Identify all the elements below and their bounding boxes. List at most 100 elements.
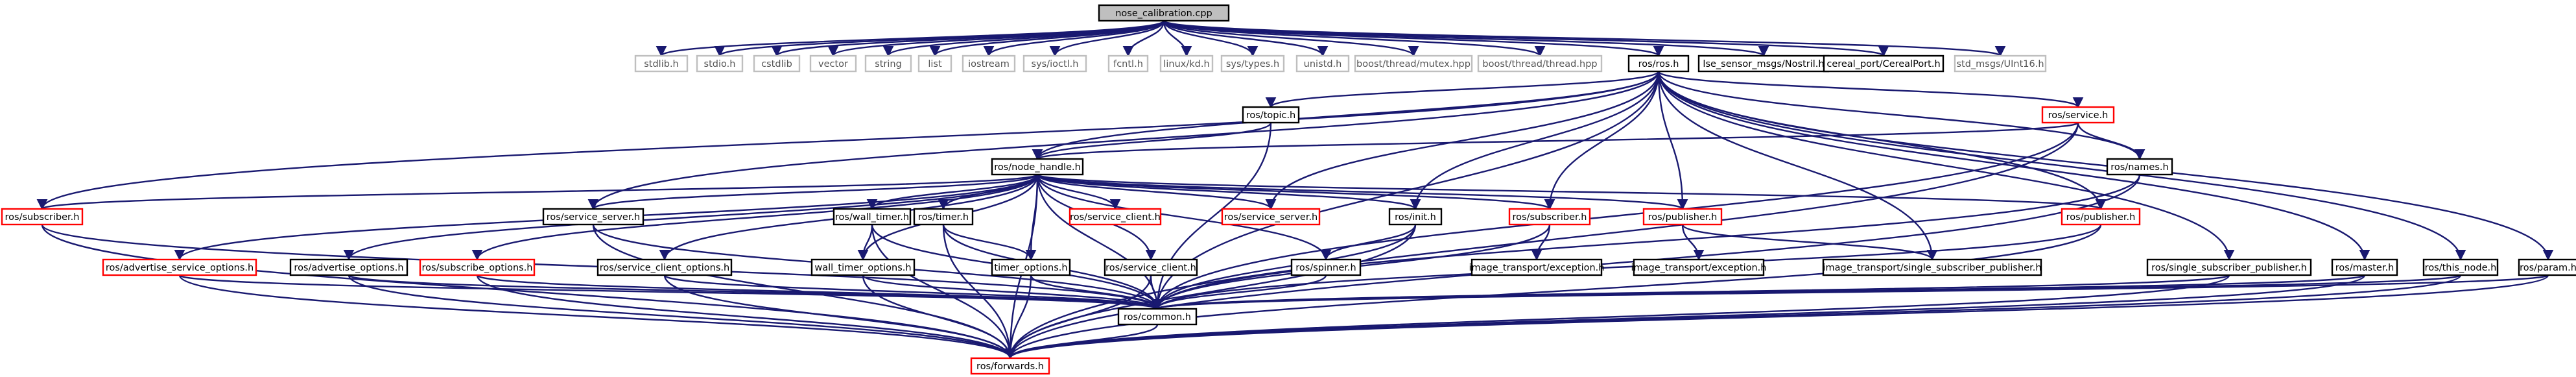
node-label: ros/forwards.h	[976, 361, 1044, 372]
edge-ros_publisher_m-to-it_exception_2	[1681, 224, 1705, 261]
node-box	[1697, 55, 1830, 73]
node-label: ros/common.h	[1124, 312, 1191, 322]
edge-ros_init-to-ros_spinner	[1320, 224, 1417, 261]
node-label: std_msgs/UInt16.h	[1956, 59, 2044, 69]
node-ros_node_handle[interactable]: ros/node_handle.h	[991, 158, 1084, 176]
edge-nose_calibration-to-vector	[827, 19, 1165, 57]
node-box	[2518, 258, 2576, 276]
node-ros_publisher_r[interactable]: ros/publisher.h	[2061, 208, 2141, 226]
node-label: ros/this_node.h	[2425, 263, 2497, 273]
node-box	[1954, 55, 2047, 73]
node-ros_service_server_l[interactable]: ros/service_server.h	[542, 208, 644, 226]
edge-ros_ros-to-ros_param	[1657, 71, 2554, 261]
node-it_single_sub_pub_1[interactable]: image_transport/single_subscriber_publis…	[1822, 258, 2042, 276]
edge-ros_ros-to-ros_service	[1657, 70, 2084, 108]
node-box	[2422, 258, 2499, 276]
node-ros_single_sub_pub[interactable]: ros/single_subscriber_publisher.h	[2146, 258, 2312, 276]
edge-ros_node_handle-to-ros_service_client_r	[1036, 174, 1121, 210]
node-box	[419, 258, 536, 276]
node-box	[102, 258, 257, 276]
node-cereal[interactable]: cereal_port/CerealPort.h	[1823, 55, 1944, 73]
node-box	[991, 258, 1071, 276]
edge-ros_adv_opts-to-ros_forwards	[348, 274, 1016, 359]
node-ros_service[interactable]: ros/service.h	[2041, 106, 2115, 124]
node-box	[1388, 208, 1443, 226]
node-ros_sub_opts[interactable]: ros/subscribe_options.h	[419, 258, 536, 276]
node-ros_ros[interactable]: ros/ros.h	[1627, 55, 1690, 73]
node-box	[1642, 208, 1723, 226]
node-box	[864, 55, 912, 73]
node-ros_common[interactable]: ros/common.h	[1117, 308, 1198, 326]
edge-nose_calibration-to-fcntl	[1122, 20, 1165, 57]
node-ros_param[interactable]: ros/param.h	[2518, 258, 2576, 276]
node-ros_topic[interactable]: ros/topic.h	[1242, 106, 1300, 124]
node-box	[810, 258, 916, 276]
edge-ros_param-to-ros_forwards	[1005, 274, 2549, 359]
node-stdio_h: stdio.h	[696, 55, 744, 73]
node-box	[1022, 55, 1087, 73]
edge-ros_node_handle-to-ros_sub_opts	[471, 174, 1039, 261]
edge-ros_names-to-ros_common	[1152, 174, 2141, 310]
edge-nose_calibration-to-iostream	[983, 20, 1165, 57]
edge-ros_ros-to-ros_publisher_m	[1657, 71, 1688, 210]
node-box	[1107, 55, 1149, 73]
node-box	[1098, 4, 1230, 22]
edge-ros_ros-to-ros_master	[1657, 71, 2370, 261]
node-label: ros/topic.h	[1246, 110, 1296, 121]
node-label: ros/master.h	[2335, 263, 2394, 273]
node-ros_forwards[interactable]: ros/forwards.h	[970, 357, 1050, 375]
node-box	[917, 55, 952, 73]
node-ros_service_client_opts[interactable]: ros/service_client_options.h	[597, 258, 733, 276]
node-label: ros/service_client.h	[1105, 263, 1196, 273]
node-ros_adv_opts[interactable]: ros/advertise_options.h	[289, 258, 408, 276]
node-ros_names[interactable]: ros/names.h	[2106, 158, 2173, 176]
node-label: ros/param.h	[2520, 263, 2576, 273]
edge-nose_calibration-to-sys_ioctl	[1049, 20, 1165, 57]
node-box	[913, 208, 974, 226]
node-box	[1242, 106, 1300, 124]
node-ros_spinner[interactable]: ros/spinner.h	[1290, 258, 1362, 276]
node-ros_timer_opts[interactable]: timer_options.h	[991, 258, 1071, 276]
edge-ros_adv_service_opts-to-ros_forwards	[178, 274, 1016, 359]
node-box	[2041, 106, 2115, 124]
node-ros_adv_service_opts[interactable]: ros/advertise_service_options.h	[102, 258, 257, 276]
node-lse_nostril[interactable]: lse_sensor_msgs/Nostril.h	[1697, 55, 1830, 73]
node-ros_subscriber_m[interactable]: ros/subscriber.h	[1508, 208, 1591, 226]
edge-nose_calibration-to-linux_kd	[1163, 20, 1192, 57]
node-ros_init[interactable]: ros/init.h	[1388, 208, 1443, 226]
node-ros_this_node[interactable]: ros/this_node.h	[2422, 258, 2499, 276]
node-sys_types: sys/types.h	[1220, 55, 1285, 73]
node-label: cstdlib	[761, 59, 792, 69]
node-ros_publisher_m[interactable]: ros/publisher.h	[1642, 208, 1723, 226]
edge-ros_ros-to-ros_service_server_r	[1265, 71, 1660, 210]
node-box	[833, 208, 912, 226]
edge-ros_node_handle-to-ros_adv_opts	[343, 174, 1039, 261]
edge-nose_calibration-to-std_uint16	[1163, 19, 2005, 57]
node-ros_wall_timer_opts[interactable]: wall_timer_options.h	[810, 258, 916, 276]
node-nose_calibration[interactable]: nose_calibration.cpp	[1098, 4, 1230, 22]
node-label: ros/ros.h	[1638, 59, 1679, 69]
node-ros_service_client_b[interactable]: ros/service_client.h	[1104, 258, 1198, 276]
node-label: wall_timer_options.h	[814, 263, 911, 273]
node-box	[809, 55, 857, 73]
node-iostream: iostream	[962, 55, 1016, 73]
node-label: ros/service.h	[2048, 110, 2109, 121]
node-box	[970, 357, 1050, 375]
node-ros_service_client_r[interactable]: ros/service_client.h	[1069, 208, 1162, 226]
edge-ros_service-to-ros_names	[2077, 122, 2145, 160]
edge-ros_node_handle-to-ros_publisher_r	[1036, 173, 2106, 210]
node-ros_subscriber_l[interactable]: ros/subscriber.h	[1, 208, 84, 226]
node-ros_wall_timer[interactable]: ros/wall_timer.h	[833, 208, 912, 226]
node-list: list	[917, 55, 952, 73]
edge-ros_ros-to-ros_single_sub_pub	[1657, 71, 2235, 261]
node-ros_timer[interactable]: ros/timer.h	[913, 208, 974, 226]
node-ros_master[interactable]: ros/master.h	[2331, 258, 2398, 276]
node-box	[753, 55, 801, 73]
node-it_exception_1[interactable]: image_transport/exception.h	[1469, 258, 1605, 276]
node-label: ros/service_server.h	[547, 212, 641, 223]
edge-ros_service-to-ros_common	[1152, 122, 2079, 310]
node-box	[1069, 208, 1162, 226]
node-it_exception_2[interactable]: image_transport/exception.h	[1631, 258, 1767, 276]
node-ros_service_server_r[interactable]: ros/service_server.h	[1221, 208, 1321, 226]
